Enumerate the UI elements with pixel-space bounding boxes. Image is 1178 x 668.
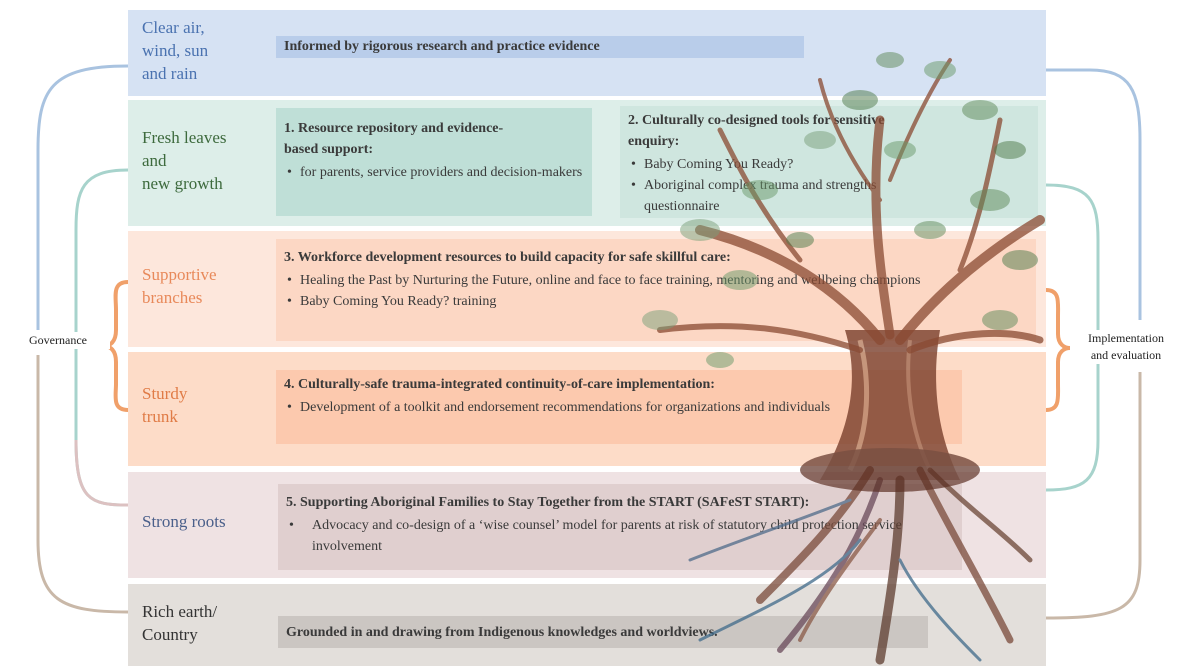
- band-label-leaves: Fresh leaves and new growth: [142, 128, 227, 193]
- resource-repository-title: 1. Resource repository and evidence- bas…: [284, 121, 504, 157]
- codesigned-tools-title: 2. Culturally co-designed tools for sens…: [628, 113, 885, 149]
- list-item: Baby Coming You Ready? training: [284, 291, 944, 312]
- resource-repository-box: 1. Resource repository and evidence- bas…: [276, 108, 592, 216]
- list-item: Aboriginal complex trauma and strengths …: [628, 175, 948, 217]
- band-label-earth: Rich earth/ Country: [142, 602, 218, 644]
- band-trunk: Sturdy trunk 4. Culturally-safe trauma-i…: [128, 352, 1046, 466]
- indigenous-knowledges-box: Grounded in and drawing from Indigenous …: [278, 616, 928, 648]
- governance-label: Governance: [6, 332, 110, 349]
- band-label-sky: Clear air, wind, sun and rain: [142, 18, 209, 83]
- list-item: Development of a toolkit and endorsement…: [284, 397, 904, 418]
- band-branches: Supportive branches 3. Workforce develop…: [128, 231, 1046, 347]
- right-arc-sky: [1046, 68, 1142, 320]
- right-arc-leaves: [1045, 183, 1100, 492]
- band-roots: Strong roots 5. Supporting Aboriginal Fa…: [128, 472, 1046, 578]
- indigenous-knowledges-text: Grounded in and drawing from Indigenous …: [286, 625, 718, 640]
- band-label-trunk: Sturdy trunk: [142, 384, 188, 426]
- codesigned-tools-list: Baby Coming You Ready? Aboriginal comple…: [628, 154, 948, 217]
- list-item: Healing the Past by Nurturing the Future…: [284, 270, 944, 291]
- band-leaves: Fresh leaves and new growth 1. Resource …: [128, 100, 1046, 226]
- band-label-roots: Strong roots: [142, 512, 226, 531]
- codesigned-tools-box: 2. Culturally co-designed tools for sens…: [620, 106, 1038, 218]
- left-arc-roots: [74, 439, 129, 507]
- workforce-development-title: 3. Workforce development resources to bu…: [284, 250, 731, 265]
- band-earth: Rich earth/ Country Grounded in and draw…: [128, 584, 1046, 666]
- safest-start-title: 5. Supporting Aboriginal Families to Sta…: [286, 495, 810, 510]
- continuity-of-care-box: 4. Culturally-safe trauma-integrated con…: [276, 370, 962, 444]
- implementation-label: Implementation and evaluation: [1074, 330, 1178, 364]
- continuity-of-care-title: 4. Culturally-safe trauma-integrated con…: [284, 377, 715, 392]
- resource-repository-list: for parents, service providers and decis…: [284, 162, 592, 183]
- list-item: for parents, service providers and decis…: [284, 162, 592, 183]
- right-brace: [1045, 288, 1071, 412]
- band-sky: Clear air, wind, sun and rain Informed b…: [128, 10, 1046, 96]
- right-arc-earth: [1045, 372, 1142, 620]
- research-evidence-text: Informed by rigorous research and practi…: [284, 39, 600, 54]
- safest-start-list: Advocacy and co-design of a ‘wise counse…: [286, 515, 926, 557]
- research-evidence-box: Informed by rigorous research and practi…: [276, 36, 804, 58]
- continuity-of-care-list: Development of a toolkit and endorsement…: [284, 397, 904, 418]
- list-item: Advocacy and co-design of a ‘wise counse…: [286, 515, 926, 557]
- left-arc-sky: [36, 64, 129, 330]
- left-arc-earth: [36, 355, 129, 614]
- workforce-development-box: 3. Workforce development resources to bu…: [276, 239, 1036, 341]
- safest-start-box: 5. Supporting Aboriginal Families to Sta…: [278, 484, 962, 570]
- workforce-development-list: Healing the Past by Nurturing the Future…: [284, 270, 944, 312]
- list-item: Baby Coming You Ready?: [628, 154, 948, 175]
- band-label-branches: Supportive branches: [142, 265, 217, 307]
